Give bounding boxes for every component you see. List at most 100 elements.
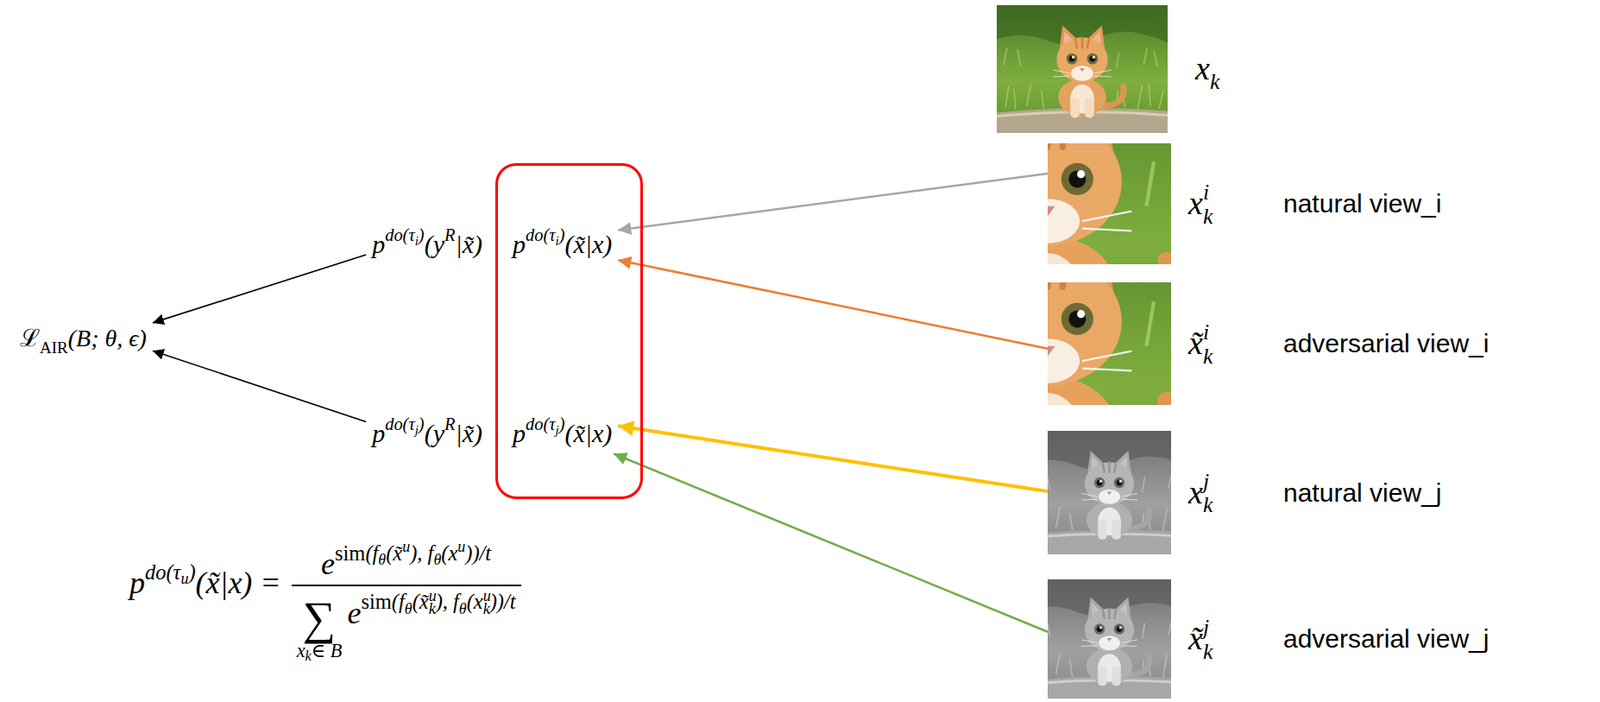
math-text: x̃ bbox=[1188, 323, 1204, 364]
math-text: |x̃) bbox=[454, 417, 483, 449]
math-text: e bbox=[346, 594, 361, 632]
view-caption-row: natural view_i bbox=[1283, 188, 1442, 220]
math-text: ))/t bbox=[465, 540, 492, 566]
math-text: x bbox=[296, 639, 306, 663]
math-text: k bbox=[428, 599, 436, 619]
image-view: xk bbox=[996, 5, 1168, 133]
gray-view-photo bbox=[1047, 579, 1172, 699]
math-text: p bbox=[512, 228, 526, 260]
math-text: k bbox=[483, 599, 491, 619]
math-text: u bbox=[457, 537, 466, 557]
image-view: xkinatural view_i bbox=[1047, 143, 1172, 265]
probability-term: pdo(τi)(yR|x̃) bbox=[365, 220, 489, 265]
kitten-gray bbox=[1047, 430, 1172, 555]
view-symbol-row: xki bbox=[1188, 183, 1210, 224]
math-text: x bbox=[1195, 49, 1210, 89]
view-symbol-row: x̃ki bbox=[1188, 323, 1210, 364]
kitten-crop bbox=[1047, 143, 1172, 265]
view-symbol-row: xkj bbox=[1188, 472, 1210, 513]
crop-view-photo bbox=[1047, 143, 1172, 265]
gray-filter-group bbox=[1047, 579, 1172, 699]
fraction-bar bbox=[291, 584, 522, 586]
formula-numerator: esim(fθ(x̃u), fθ(xu))/t bbox=[321, 535, 492, 583]
math-text: k bbox=[1209, 68, 1220, 95]
view-symbol-row: xk bbox=[1195, 49, 1220, 89]
math-text: ∈ B bbox=[311, 639, 343, 663]
math-text: j bbox=[554, 422, 559, 438]
image-view: x̃kiadversarial view_i bbox=[1047, 282, 1172, 405]
math-text: ∑ bbox=[302, 590, 337, 647]
math-text: (x bbox=[440, 540, 458, 566]
math-text: x̃ bbox=[1188, 618, 1204, 659]
math-text: θ bbox=[433, 550, 441, 570]
crop-view-photo bbox=[1047, 282, 1172, 405]
math-text: do(τ bbox=[384, 224, 415, 246]
sum-column: ∑xk∈ B bbox=[296, 588, 343, 663]
view-caption-row: natural view_j bbox=[1283, 477, 1442, 509]
math-text: x bbox=[1188, 183, 1204, 224]
math-text: ), f bbox=[435, 588, 460, 614]
math-text: k bbox=[305, 648, 312, 665]
math-text: ℒ bbox=[19, 323, 40, 353]
math-text: i bbox=[554, 233, 559, 249]
math-text: ) bbox=[418, 413, 425, 435]
view-caption: adversarial view_j bbox=[1283, 623, 1489, 655]
math-text: AIR bbox=[39, 338, 69, 359]
math-text: ), f bbox=[409, 540, 434, 566]
connector-arrow bbox=[152, 350, 366, 422]
math-text: R bbox=[444, 413, 455, 435]
math-text: e bbox=[321, 545, 335, 583]
math-text: (x̃|x) bbox=[564, 228, 612, 260]
sum-index-row: xk∈ B bbox=[296, 639, 343, 663]
view-caption: natural view_i bbox=[1283, 188, 1442, 220]
gray-view-photo bbox=[1047, 430, 1172, 555]
formula-lhs: pdo(τu)(x̃|x) = bbox=[129, 554, 282, 602]
math-text: (y bbox=[424, 417, 445, 449]
math-text: p bbox=[512, 417, 526, 449]
sum-sign-row: ∑ bbox=[302, 588, 337, 645]
math-text: R bbox=[444, 224, 455, 246]
highlight-box: pdo(τi)(x̃|x)pdo(τj)(x̃|x) bbox=[495, 163, 643, 499]
formula-denominator: ∑xk∈ Besim(fθ(x̃uk), fθ(xuk))/t bbox=[296, 588, 517, 663]
probability-term: pdo(τj)(x̃|x) bbox=[506, 409, 618, 454]
math-text: do(τ bbox=[144, 559, 181, 585]
math-text: i bbox=[415, 233, 419, 249]
math-text: |x̃) bbox=[454, 228, 483, 260]
math-text: (x̃|x) bbox=[564, 417, 612, 449]
math-text: (x bbox=[466, 588, 484, 614]
math-text: k bbox=[1203, 342, 1213, 370]
math-text: (x̃ bbox=[385, 540, 403, 566]
math-text: do(τ bbox=[525, 413, 555, 435]
math-text: ) bbox=[559, 224, 566, 246]
math-text: i bbox=[1203, 318, 1210, 346]
probability-term: pdo(τi)(x̃|x) bbox=[506, 220, 618, 265]
connector-arrow bbox=[613, 453, 1048, 632]
math-text: ) bbox=[188, 559, 196, 585]
view-caption: natural view_j bbox=[1283, 477, 1442, 509]
math-text: do(τ bbox=[384, 413, 415, 435]
math-text: i bbox=[1203, 178, 1210, 206]
math-text: u bbox=[402, 537, 410, 557]
math-text: (y bbox=[424, 228, 445, 260]
math-text: k bbox=[1203, 202, 1213, 230]
view-symbol-row: x̃kj bbox=[1188, 618, 1210, 659]
denominator-exp-row: esim(fθ(x̃uk), fθ(xuk))/t bbox=[346, 584, 516, 632]
math-text: sim bbox=[334, 540, 366, 566]
math-text: k bbox=[1203, 491, 1213, 518]
math-text: u bbox=[180, 569, 189, 589]
connector-arrow bbox=[617, 173, 1048, 231]
math-text: (f bbox=[365, 540, 378, 566]
kitten-image bbox=[996, 5, 1168, 133]
math-text: p bbox=[371, 417, 385, 449]
connector-arrow bbox=[152, 254, 366, 323]
math-text: p bbox=[371, 228, 385, 260]
view-caption-row: adversarial view_i bbox=[1283, 327, 1489, 360]
math-text: x bbox=[1188, 472, 1204, 513]
view-caption: adversarial view_i bbox=[1283, 327, 1489, 360]
math-text: ) bbox=[559, 413, 566, 435]
math-text: (f bbox=[391, 588, 405, 614]
math-text: sim bbox=[360, 588, 391, 614]
loss-expression: ℒAIR(B; θ, ϵ) bbox=[13, 315, 153, 359]
connector-arrow bbox=[617, 259, 1048, 348]
